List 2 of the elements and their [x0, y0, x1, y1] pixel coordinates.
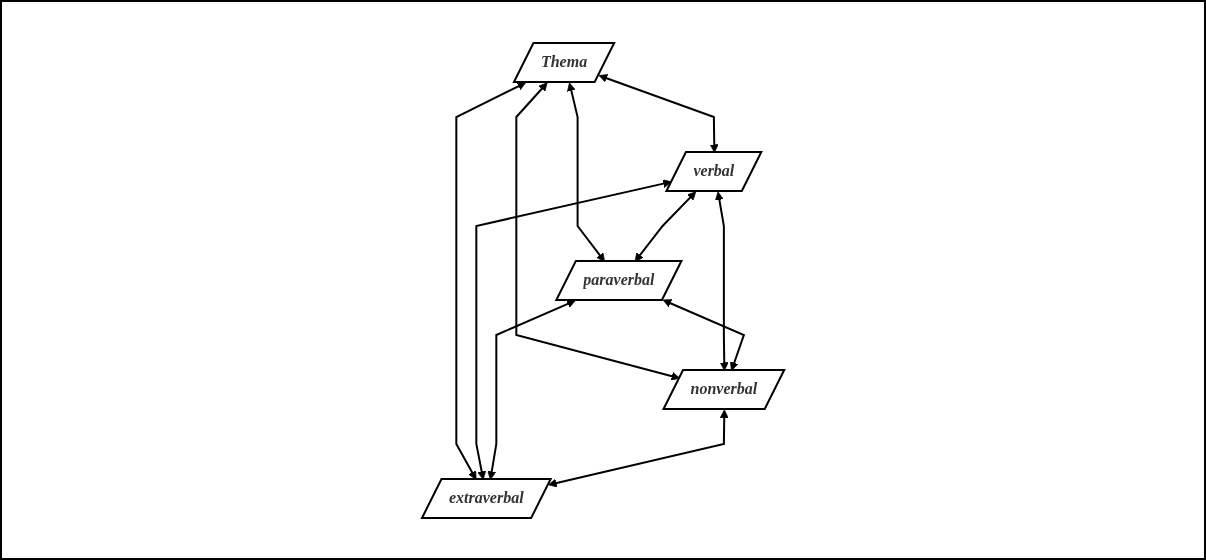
- arrow: [547, 409, 729, 487]
- arrow: [515, 81, 680, 380]
